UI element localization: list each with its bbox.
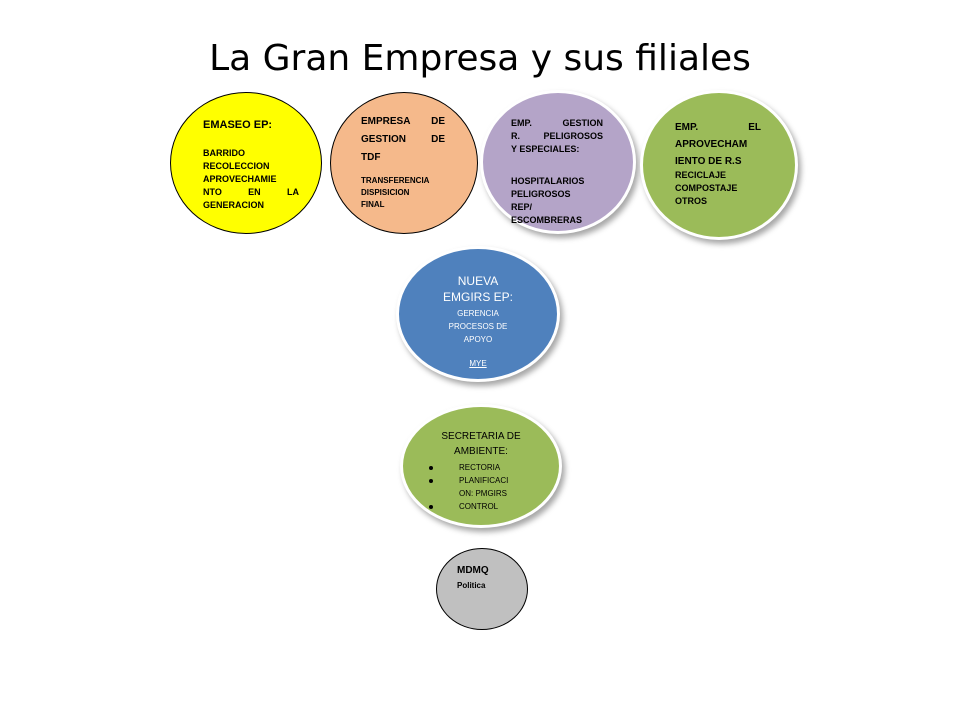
emaseo-line: BARRIDO	[203, 148, 245, 158]
peligrosos-heading: Y ESPECIALES:	[511, 144, 580, 154]
tdf-line: TRANSFERENCIA	[361, 176, 430, 185]
tdf-heading: EMPRESA DE	[361, 116, 445, 127]
tdf-heading: TDF	[361, 152, 381, 163]
secretaria-heading: AMBIENTE:	[454, 446, 508, 457]
aprovechamiento-heading: EMP. EL	[675, 122, 761, 133]
emaseo-line: RECOLECCION	[203, 161, 270, 171]
emgirs-heading: EMGIRS EP:	[442, 290, 513, 304]
secretaria-item: CONTROL	[427, 500, 547, 513]
tdf-node: EMPRESA DE GESTION DE TDF TRANSFERENCIA …	[330, 92, 478, 234]
secretaria-heading: SECRETARIA DE	[441, 431, 521, 442]
aprovechamiento-node: EMP. EL APROVECHAM IENTO DE R.S RECICLAJ…	[640, 90, 798, 240]
secretaria-item: RECTORIA	[427, 461, 547, 474]
mye-link[interactable]: MYE	[469, 359, 487, 368]
peligrosos-line: PELIGROSOS	[511, 189, 571, 199]
tdf-heading: GESTION DE	[361, 134, 445, 145]
page-title: La Gran Empresa y sus filiales	[209, 38, 751, 79]
peligrosos-line: REP/	[511, 202, 533, 212]
emaseo-heading: EMASEO EP:	[203, 119, 273, 131]
emgirs-heading: NUEVA	[457, 274, 499, 288]
emgirs-line: GERENCIA	[457, 309, 499, 318]
tdf-line: FINAL	[361, 200, 385, 209]
peligrosos-node: EMP. GESTION R. PELIGROSOS Y ESPECIALES:…	[480, 90, 636, 234]
aprovechamiento-line: OTROS	[675, 196, 708, 206]
emaseo-node: EMASEO EP: BARRIDO RECOLECCION APROVECHA…	[170, 92, 322, 234]
peligrosos-heading: R. PELIGROSOS	[511, 131, 603, 141]
aprovechamiento-heading: IENTO DE R.S	[675, 156, 742, 167]
secretaria-item: ON: PMGIRS	[459, 489, 508, 498]
secretaria-node: SECRETARIA DE AMBIENTE: RECTORIA PLANIFI…	[400, 404, 562, 528]
emgirs-line: PROCESOS DE	[448, 322, 508, 331]
emgirs-node: NUEVA EMGIRS EP: GERENCIA PROCESOS DE AP…	[396, 246, 560, 382]
emaseo-line: GENERACION	[203, 200, 265, 210]
aprovechamiento-heading: APROVECHAM	[675, 139, 748, 150]
peligrosos-line: ESCOMBRERAS	[511, 215, 583, 225]
aprovechamiento-line: COMPOSTAJE	[675, 183, 738, 193]
bullet-icon	[429, 466, 433, 470]
secretaria-item: PLANIFICACI	[427, 474, 547, 487]
emaseo-line: NTO EN LA	[203, 187, 299, 197]
bullet-icon	[429, 479, 433, 483]
peligrosos-heading: EMP. GESTION	[511, 118, 603, 128]
mdmq-subtitle: Politica	[457, 581, 486, 590]
emgirs-line: APOYO	[463, 335, 493, 344]
aprovechamiento-line: RECICLAJE	[675, 170, 727, 180]
mdmq-heading: MDMQ	[457, 565, 489, 576]
tdf-line: DISPISICION	[361, 188, 410, 197]
emaseo-line: APROVECHAMIE	[203, 174, 277, 184]
bullet-icon	[429, 505, 433, 509]
mdmq-node: MDMQ Politica	[436, 548, 528, 630]
peligrosos-line: HOSPITALARIOS	[511, 176, 585, 186]
